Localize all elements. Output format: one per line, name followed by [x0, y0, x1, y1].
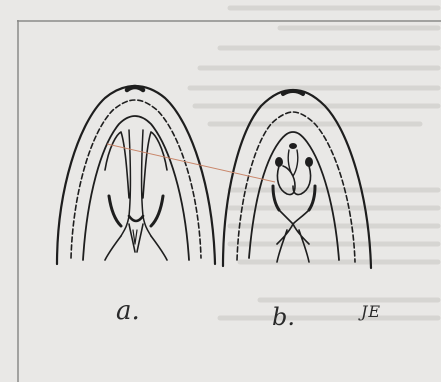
figure-a-drawing — [57, 86, 215, 264]
artist-signature: JE — [361, 302, 381, 321]
figure-b-drawing — [223, 90, 371, 268]
figure-b-label: b. — [272, 303, 295, 331]
pointer-line — [107, 144, 275, 182]
figure-b-lower-opening — [277, 210, 309, 262]
figure-a-right-fold — [143, 132, 167, 198]
figure-drawing — [17, 20, 441, 382]
figure-a-lower-opening — [105, 224, 167, 260]
figure-a-label: a. — [116, 296, 140, 326]
figure-b-inner-loops — [277, 166, 310, 195]
figure-b-apex — [283, 91, 303, 94]
figure-b-inner-arch — [249, 132, 339, 260]
figure-a-apex — [127, 87, 143, 90]
figure-panel: a. b. JE — [17, 20, 441, 382]
figure-b-outer-arch — [223, 90, 371, 268]
